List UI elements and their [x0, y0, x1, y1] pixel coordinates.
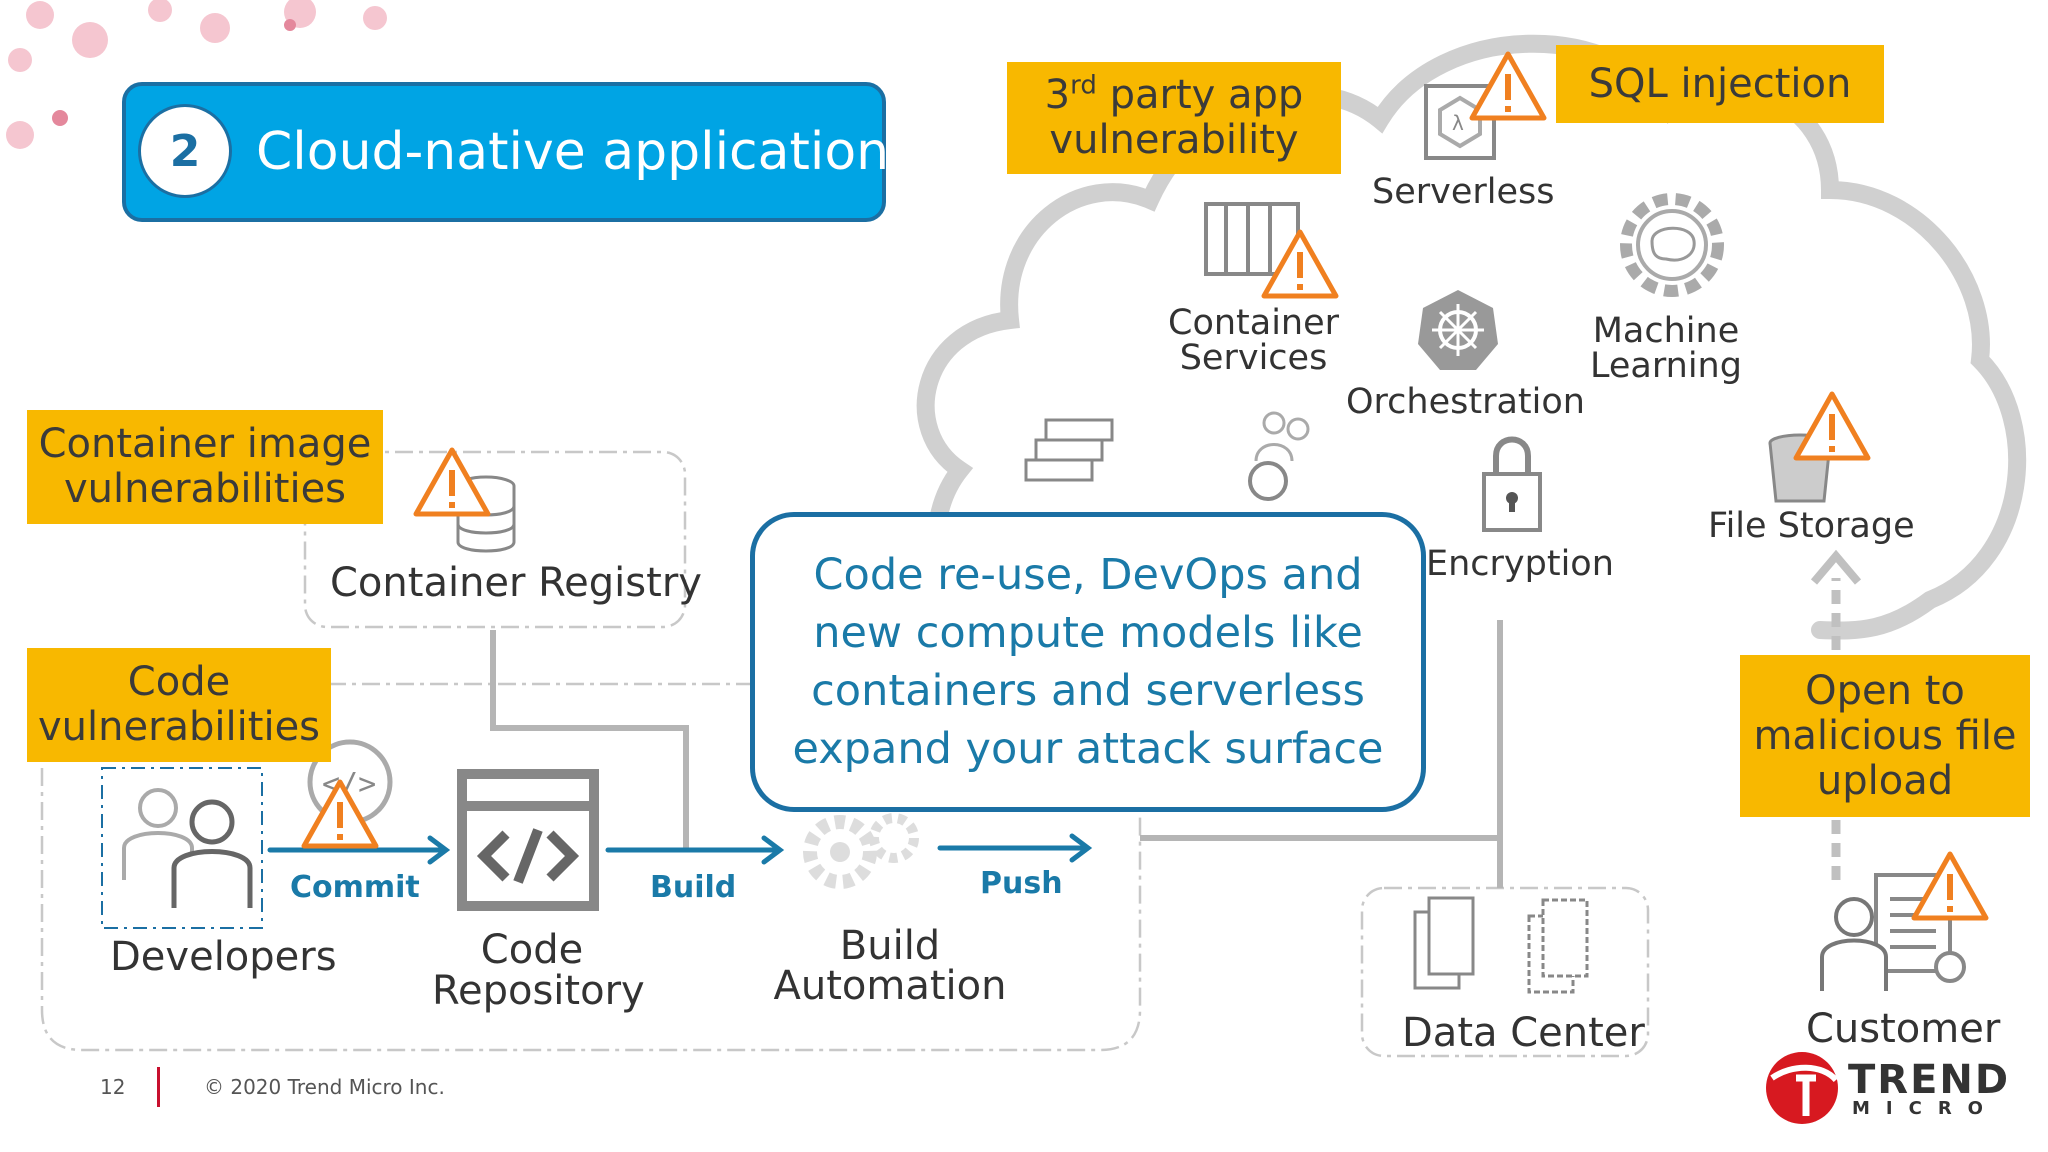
footer-divider	[157, 1067, 160, 1107]
build-automation-icon	[803, 813, 919, 889]
commit-step-label: Commit	[290, 870, 420, 905]
copyright-text: © 2020 Trend Micro Inc.	[204, 1075, 445, 1099]
third-party-vulnerability-label: 3rd party app vulnerability	[1007, 62, 1341, 174]
build-automation-label: Build Automation	[770, 926, 1010, 1006]
code-repository-icon	[457, 769, 599, 911]
container-image-label-line2: vulnerabilities	[63, 466, 347, 512]
page-number: 12	[100, 1075, 126, 1099]
build-automation-label-line1: Build	[839, 923, 941, 969]
data-center-region	[1360, 886, 1650, 1058]
build-step-label: Build	[650, 870, 737, 905]
blossom-decoration	[6, 0, 387, 149]
pipeline-region	[40, 700, 1142, 1052]
code-vulnerabilities-label: Code vulnerabilities	[27, 648, 331, 762]
developers-icon	[101, 767, 263, 929]
sql-injection-label: SQL injection	[1556, 45, 1884, 123]
container-registry-region	[303, 450, 687, 629]
customer-label: Customer	[1806, 1006, 2001, 1052]
machine-learning-label-line1: Machine	[1592, 311, 1740, 351]
data-center-servers-icon	[1413, 896, 1589, 994]
encryption-label: Encryption	[1426, 544, 1614, 584]
container-services-label: Container Services	[1168, 306, 1339, 376]
push-step-label: Push	[980, 866, 1063, 901]
third-party-label-superscript: rd	[1070, 70, 1097, 101]
file-storage-warning-icon	[1796, 394, 1868, 458]
third-party-label-line2: vulnerability	[1049, 117, 1299, 163]
serverless-label: Serverless	[1372, 172, 1555, 212]
server-list-icon	[1024, 418, 1114, 482]
container-services-icon	[1204, 202, 1300, 276]
title-banner	[122, 82, 886, 222]
upload-label-line1: Open to	[1805, 667, 1965, 714]
container-registry-label: Container Registry	[330, 560, 702, 606]
page-title: Cloud-native applications	[256, 122, 917, 182]
code-repository-label-line1: Code	[480, 927, 584, 973]
code-vuln-label-line1: Code	[127, 659, 231, 705]
users-analytics-icon	[1248, 411, 1310, 501]
code-repository-label-line2: Repository	[432, 968, 645, 1014]
container-services-label-line2: Services	[1179, 338, 1328, 378]
upload-label-line3: upload	[1816, 757, 1954, 804]
container-image-vulnerabilities-label: Container image vulnerabilities	[27, 410, 383, 524]
logo-brand-text: TREND	[1848, 1057, 2011, 1103]
file-storage-label: File Storage	[1708, 506, 1915, 546]
machine-learning-label: Machine Learning	[1590, 314, 1742, 384]
code-repository-label: Code Repository	[432, 927, 645, 1014]
svg-text:λ: λ	[1452, 111, 1464, 135]
third-party-label-rest: party app	[1096, 72, 1304, 118]
registry-connector	[490, 630, 689, 850]
upload-label-line2: malicious file	[1753, 712, 2017, 759]
cloud-outline	[916, 34, 2027, 640]
third-party-label-number: 3	[1044, 72, 1071, 118]
build-automation-label-line2: Automation	[773, 963, 1007, 1009]
orchestration-icon	[1418, 290, 1498, 370]
machine-learning-icon	[1620, 193, 1724, 297]
code-vuln-label-line2: vulnerabilities	[37, 704, 321, 750]
container-services-label-line1: Container	[1168, 303, 1340, 343]
data-center-label: Data Center	[1402, 1010, 1645, 1056]
encryption-lock-icon	[1482, 436, 1542, 532]
section-number-badge: 2	[138, 104, 232, 198]
key-message-callout: Code re-use, DevOps and new compute mode…	[750, 512, 1426, 812]
orchestration-label: Orchestration	[1346, 382, 1585, 422]
machine-learning-label-line2: Learning	[1590, 346, 1742, 386]
container-image-label-line1: Container image	[38, 421, 372, 467]
developers-label: Developers	[110, 934, 337, 980]
malicious-upload-label: Open to malicious file upload	[1740, 655, 2030, 817]
logo-sub-text: MICRO	[1852, 1098, 1999, 1119]
trend-micro-logo-mark	[1766, 1052, 1839, 1124]
